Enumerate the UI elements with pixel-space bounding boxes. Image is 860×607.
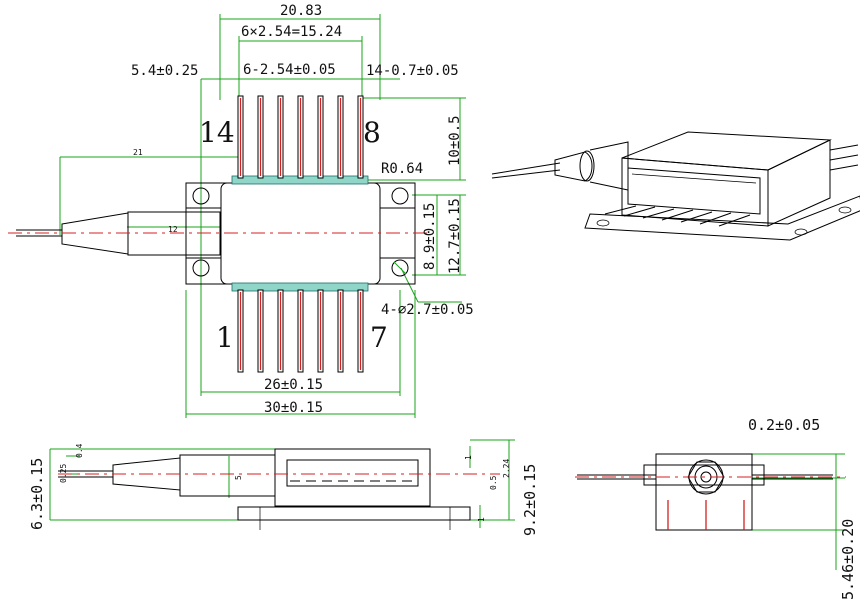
- dim-pin-thickness: 0.2±0.05: [748, 416, 820, 434]
- dim-fiber-length: 21: [133, 148, 143, 157]
- dim-flange-height: 12.7±0.15: [447, 198, 463, 274]
- dim-edge-offset: 5.4±0.25: [131, 63, 198, 79]
- dim-total-height: 6.3±0.15: [28, 458, 46, 530]
- dim-small-b: 0.25: [59, 464, 68, 483]
- side-view: 6.3±0.15 0.4 0.25 5 1 1 0.5 2.24 9.2±0.1…: [28, 439, 539, 536]
- dim-base-a: 1: [464, 455, 473, 460]
- dim-hole-spacing: 8.9±0.15: [422, 203, 438, 270]
- dim-fiber-offset: 5: [234, 475, 243, 480]
- pin-label-1: 1: [216, 321, 234, 354]
- dim-overall-width: 20.83: [280, 3, 322, 19]
- dim-pin-span: 6×2.54=15.24: [241, 24, 342, 40]
- dim-pin-pitch: 6-2.54±0.05: [243, 62, 336, 78]
- dim-lens-a: 0.5: [489, 475, 498, 490]
- dim-hole-diameter: 4-⌀2.7±0.05: [381, 302, 474, 318]
- dim-pin-height: 5.46±0.20: [839, 519, 857, 600]
- dim-corner-radius: R0.64: [381, 161, 423, 177]
- mounting-hole: [192, 259, 210, 277]
- top-view-dimension-lines: [59, 14, 466, 418]
- pin-label-7: 7: [370, 321, 388, 354]
- bottom-pin-row: [237, 289, 364, 373]
- dim-hole-pitch: 26±0.15: [264, 377, 323, 393]
- pin-label-14: 14: [199, 116, 235, 149]
- mounting-hole: [391, 187, 409, 205]
- dim-pin-width: 14-0.7±0.05: [366, 63, 459, 79]
- end-view: 0.2±0.05 5.46±0.20: [575, 416, 857, 600]
- dim-lens-b: 2.24: [502, 459, 511, 478]
- dim-body-height: 9.2±0.15: [521, 464, 539, 536]
- top-view: 20.83 6×2.54=15.24 6-2.54±0.05 5.4±0.25 …: [8, 3, 474, 418]
- mounting-hole: [192, 187, 210, 205]
- mounting-hole: [391, 259, 409, 277]
- dim-flange-width: 30±0.15: [264, 400, 323, 416]
- top-pin-row: [237, 95, 364, 179]
- dim-small-a: 0.4: [75, 443, 84, 458]
- isometric-view: [491, 131, 860, 241]
- pin-label-8: 8: [363, 116, 381, 149]
- dim-base-b: 1: [477, 517, 486, 522]
- dim-pin-length: 10±0.5: [447, 115, 463, 166]
- dim-nose-length: 12: [168, 225, 178, 234]
